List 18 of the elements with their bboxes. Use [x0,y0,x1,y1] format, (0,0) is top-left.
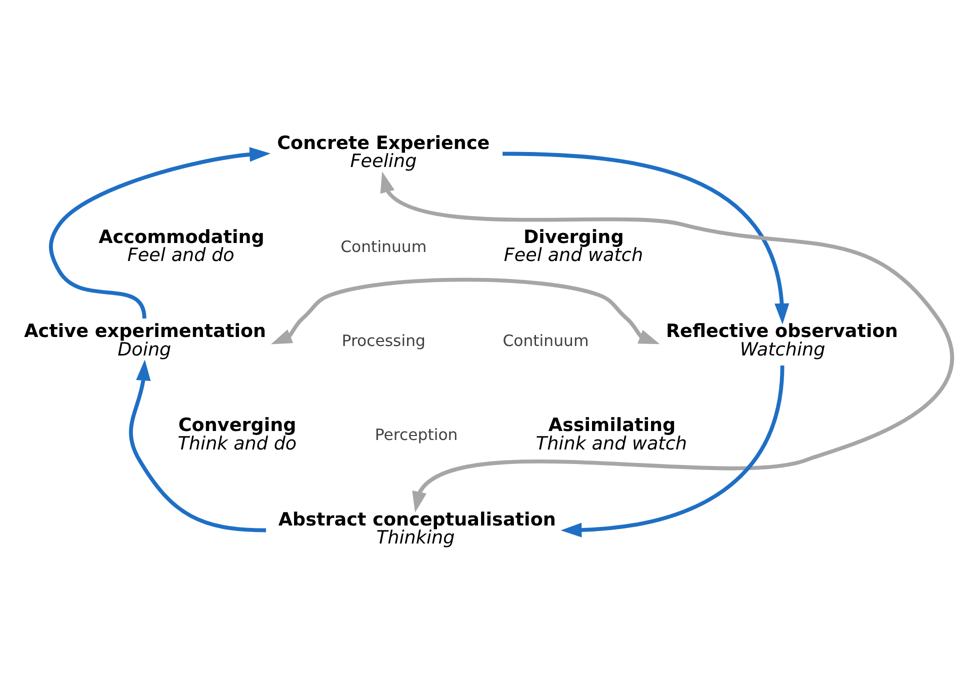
arrow [49,147,271,319]
node-text: Accommodating Feel and do [98,226,264,266]
arrow [129,360,266,532]
arrow [270,278,660,344]
arrow [502,152,790,324]
label: Perception [374,425,458,444]
label: Continuum [502,331,589,350]
node-text: Concrete Experience Feeling [277,132,490,172]
arrow [380,172,954,513]
node-text: Reflective observation Watching [666,321,898,360]
node-text: Converging Think and do [178,415,297,454]
arrow [560,365,784,538]
node-text: Assimilating Think and watch [536,415,688,454]
node-text: Diverging Feel and watch [504,226,644,266]
label: Continuum [340,236,427,256]
node-text: Active experimentation Doing [24,321,266,360]
label: Processing [342,331,426,350]
node-text: Abstract conceptualisation Thinking [278,509,556,549]
